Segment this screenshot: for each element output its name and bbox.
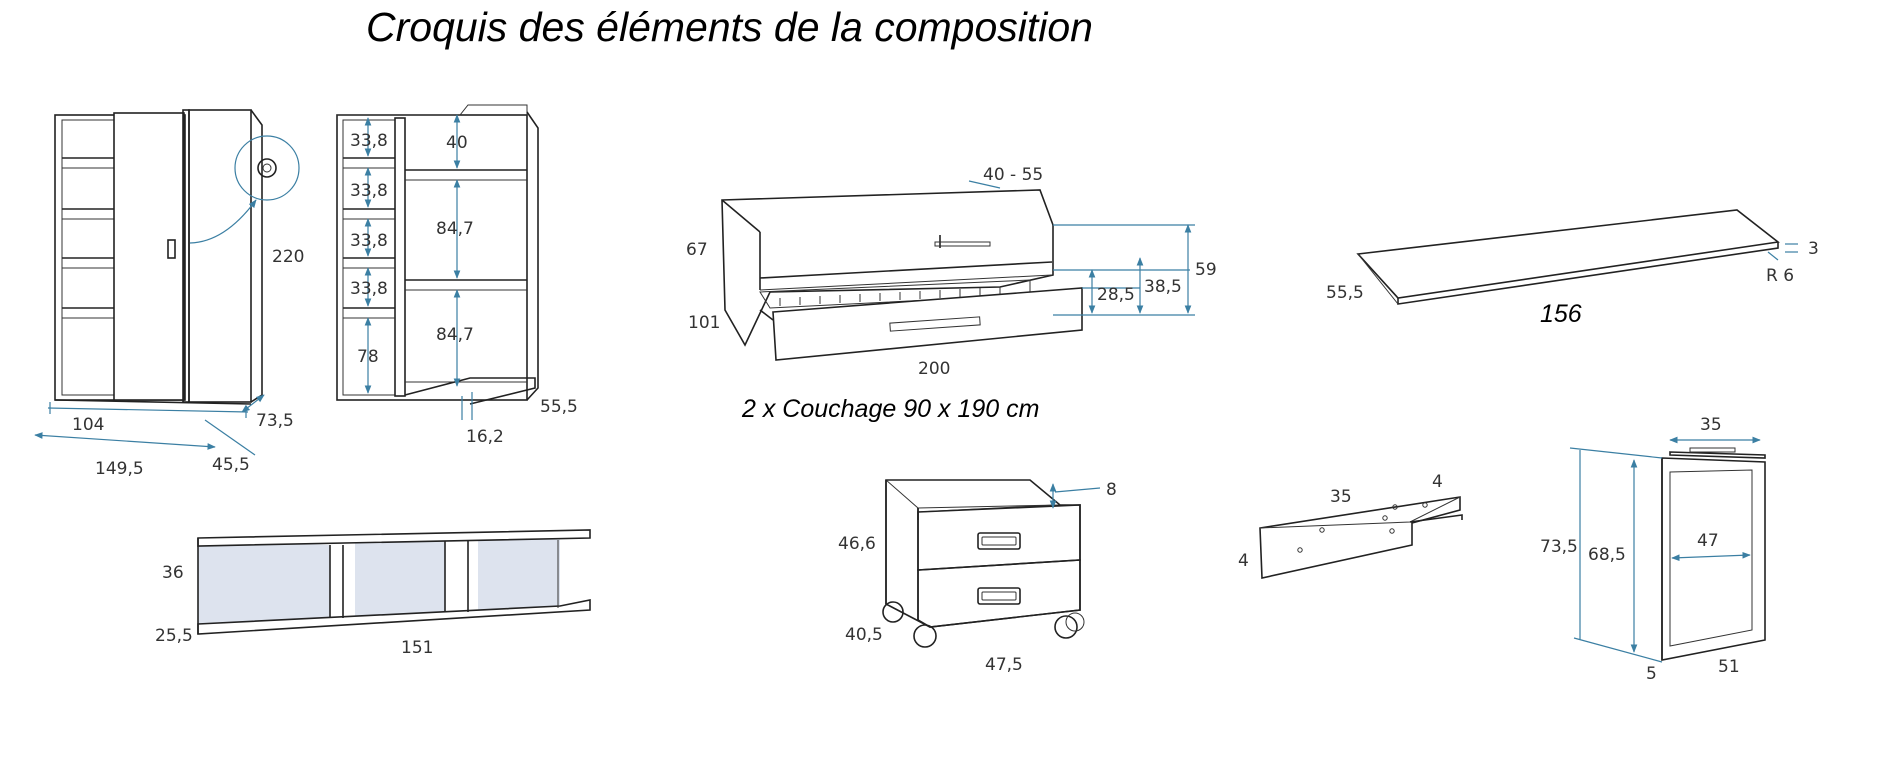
wardrobe-total-width-label: 149,5: [95, 459, 144, 479]
desk-top-drawing: [1356, 209, 1798, 305]
daybed-drawing: [721, 180, 1195, 361]
desk-frame-inner-height-label: 68,5: [1588, 545, 1626, 565]
wardrobe-interior-drawing: [336, 104, 539, 420]
interior-side-label: 16,2: [466, 427, 504, 447]
desk-frame-thickness-label: 5: [1646, 664, 1657, 684]
interior-bottom-label: 78: [357, 347, 379, 367]
interior-shelf-2-label: 33,8: [350, 181, 388, 201]
wardrobe-depth-label: 45,5: [212, 455, 250, 475]
daybed-height-left-label: 67: [686, 240, 708, 260]
drawer-unit-depth-label: 40,5: [845, 625, 883, 645]
desk-frame-inner-width-label: 47: [1697, 531, 1719, 551]
interior-shelf-1-label: 33,8: [350, 131, 388, 151]
drawer-unit-drawing: [882, 479, 1101, 648]
desk-frame-height-label: 73,5: [1540, 537, 1578, 557]
daybed-total-height-label: 59: [1195, 260, 1217, 280]
interior-shelf-4-label: 33,8: [350, 279, 388, 299]
wall-shelf-depth-label: 25,5: [155, 626, 193, 646]
daybed-backrest-label: 40 - 55: [983, 165, 1043, 185]
bracket-length-label: 35: [1330, 487, 1352, 507]
interior-depth-label: 55,5: [540, 397, 578, 417]
interior-mid-2-label: 84,7: [436, 325, 474, 345]
wall-shelf-drawing: [197, 529, 591, 635]
wall-shelf-height-label: 36: [162, 563, 184, 583]
wall-shelf-length-label: 151: [401, 638, 433, 658]
wardrobe-width-label: 104: [72, 415, 104, 435]
wardrobe-drawing: [34, 109, 300, 456]
page-title: Croquis des éléments de la composition: [366, 4, 1093, 50]
bracket-width-label: 4: [1432, 472, 1443, 492]
interior-top-label: 40: [446, 133, 468, 153]
drawer-unit-height-label: 46,6: [838, 534, 876, 554]
desk-top-depth-label: 55,5: [1326, 283, 1364, 303]
interior-mid-1-label: 84,7: [436, 219, 474, 239]
wardrobe-side-depth-label: 73,5: [256, 411, 294, 431]
daybed-depth-label: 101: [688, 313, 720, 333]
daybed-drawer-height-label: 28,5: [1097, 285, 1135, 305]
drawer-unit-width-label: 47,5: [985, 655, 1023, 675]
interior-shelf-3-label: 33,8: [350, 231, 388, 251]
drawer-unit-rim-label: 8: [1106, 480, 1117, 500]
desk-frame-drawing: [1569, 436, 1766, 663]
desk-top-thickness-label: 3: [1808, 239, 1819, 259]
desk-frame-top-label: 35: [1700, 415, 1722, 435]
desk-frame-depth-label: 51: [1718, 657, 1740, 677]
wardrobe-height-label: 220: [272, 247, 304, 267]
desk-top-radius-label: R 6: [1766, 266, 1794, 286]
daybed-seat-height-label: 38,5: [1144, 277, 1182, 297]
daybed-caption: 2 x Couchage 90 x 190 cm: [741, 395, 1039, 423]
desk-top-length-label: 156: [1540, 300, 1582, 328]
daybed-length-label: 200: [918, 359, 950, 379]
bracket-height-label: 4: [1238, 551, 1249, 571]
bracket-drawing: [1259, 496, 1463, 579]
